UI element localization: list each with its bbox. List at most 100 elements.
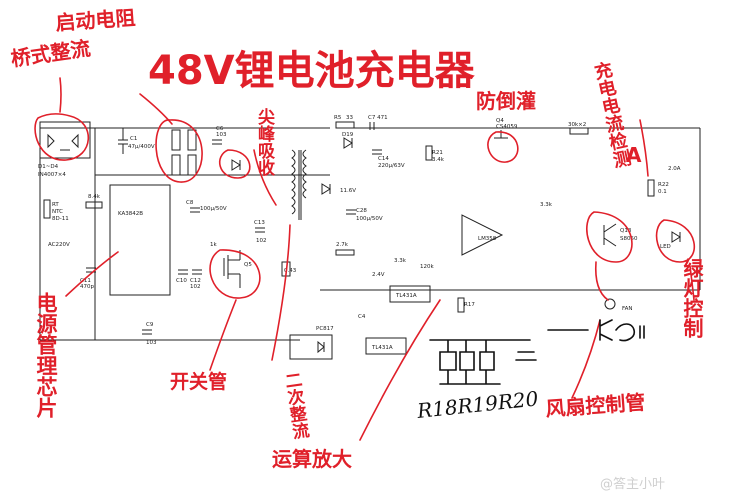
fan-symbol (604, 298, 616, 310)
r-27k-resistor (335, 249, 355, 256)
label-secondary-rectifier: 二次整流 (280, 371, 310, 441)
q4-label: Q4 (496, 118, 504, 124)
circle-q5 (209, 249, 261, 299)
label-startup-resistor: 启动电阻 (55, 5, 136, 35)
c12-value: 102 (190, 284, 201, 290)
tl431a-2 (365, 337, 407, 355)
circle-d6 (218, 149, 251, 179)
c14-value: 220μ/63V (378, 163, 405, 169)
c28-symbol (346, 209, 356, 215)
startup-resistor-1 (171, 129, 181, 151)
c9-label: C9 (146, 322, 154, 328)
startup-resistor-4 (187, 154, 197, 176)
r-043-label: 0.43 (284, 268, 297, 274)
led-label: LED (660, 244, 671, 250)
lm358-label: LM358 (478, 236, 497, 242)
led-symbol (671, 231, 681, 243)
bridge-rectifier-symbol (39, 121, 91, 159)
c11-value: 470p (80, 284, 94, 290)
line-q13-down (594, 261, 609, 301)
schematic: D1~D4 IN4007×4 RT NTC 8D-11 AC220V C1 47… (38, 115, 701, 360)
line-opamp (359, 299, 441, 441)
q5-mosfet (223, 250, 241, 288)
transformer (291, 149, 307, 220)
r-27k-label: 2.7k (336, 242, 349, 248)
r22-resistor (647, 179, 655, 197)
startup-resistor-2 (171, 154, 181, 176)
r5-value: 33 (346, 115, 353, 121)
r-pair-label: 30k×2 (568, 122, 586, 128)
label-bridge-rectifier: 桥式整流 (9, 36, 92, 71)
line-secondary (271, 224, 291, 361)
ntc-part: 8D-11 (52, 216, 69, 222)
bridge-part: IN4007×4 (38, 172, 66, 178)
c13-symbol (255, 227, 265, 233)
c14-label: C14 (378, 156, 389, 162)
ka3842b-ic (109, 184, 171, 296)
r21-label: R21 (432, 150, 443, 156)
c1-value: 47μ/400V (128, 144, 155, 150)
c12-label: C12 (190, 278, 201, 284)
r1k-label: 1k (210, 242, 217, 248)
label-fan-control: 风扇控制管 (545, 390, 646, 421)
c14-symbol (372, 149, 382, 155)
c4-label: C4 (358, 314, 366, 320)
c9-value: 103 (146, 340, 157, 346)
c7-label: C7 471 (368, 115, 388, 121)
c6-value: 103 (216, 132, 227, 138)
r-33k-right: 3.3k (540, 202, 553, 208)
c28-label: C28 (356, 208, 367, 214)
c8-symbol (190, 207, 200, 213)
arrow-startup (139, 93, 173, 125)
tl431a-1 (389, 285, 431, 303)
r21-value: 3.4k (432, 157, 445, 163)
q5-label: Q5 (244, 262, 252, 268)
q13-label: Q13 (620, 228, 632, 234)
c28-value: 100μ/50V (356, 216, 383, 222)
tl431a-1-label: TL431A (395, 293, 417, 299)
lm358-opamp (461, 214, 504, 256)
c11-symbol (86, 267, 96, 273)
r17-label: R17 (464, 302, 475, 308)
ka3842b-label: KA3842B (118, 211, 143, 217)
v-mark: 11.6V (340, 188, 356, 194)
c8-value: 100μ/50V (200, 206, 227, 212)
r8-label: 8.4k (88, 194, 101, 200)
r22-label: R22 (658, 182, 669, 188)
ntc-label: RT (52, 202, 59, 208)
d19-diode (343, 137, 353, 149)
line-switch (209, 299, 237, 371)
pc817-label: PC817 (316, 326, 334, 332)
r21-resistor (425, 145, 433, 161)
line-fan (571, 319, 601, 399)
label-opamp: 运算放大 (272, 447, 352, 471)
label-green-led-control: 绿灯控制 (680, 257, 704, 339)
v24-label: 2.4V (372, 272, 385, 278)
circle-q13 (586, 211, 633, 263)
page-title: 48V锂电池充电器 (148, 48, 476, 94)
ntc-type: NTC (52, 209, 63, 215)
c10-label: C10 (176, 278, 187, 284)
tl431a-2-label: TL431A (371, 345, 393, 351)
r-33k-label: 3.3k (394, 258, 407, 264)
d18-diode (321, 183, 331, 195)
arrow-bridge (59, 77, 62, 113)
line-power-ic (65, 251, 119, 297)
circle-q4 (487, 131, 519, 163)
label-power-ic: 电源管理芯片 (34, 292, 58, 419)
watermark: @答主小叶 (600, 476, 665, 492)
c13-label: C13 (254, 220, 265, 226)
c7-symbol (369, 122, 375, 130)
diode-d6 (231, 159, 241, 171)
output-current: 2.0A (668, 166, 681, 172)
r22-value: 0.1 (658, 189, 667, 195)
r8-resistor (85, 201, 103, 209)
label-peak-absorb: 尖峰吸收 (254, 107, 275, 177)
r-120k-label: 120k (420, 264, 434, 270)
pc817-opto (289, 334, 333, 360)
q4-part: CS4059 (496, 124, 518, 130)
c1-label: C1 (130, 136, 137, 142)
circle-bridge (34, 113, 90, 161)
